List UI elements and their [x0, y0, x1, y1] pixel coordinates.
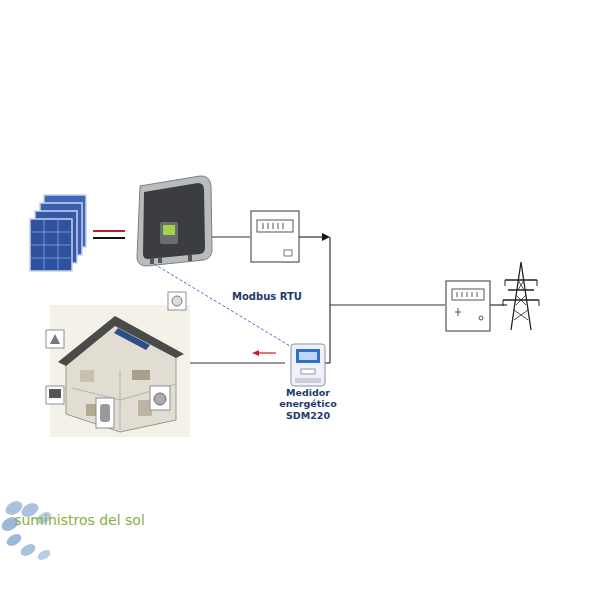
grid-wire [490, 304, 507, 305]
bus-wire [329, 237, 330, 363]
arrowhead [322, 233, 330, 241]
house-walls [66, 322, 176, 432]
logo-dot [5, 532, 24, 549]
inverter-shell [137, 176, 212, 266]
grid-wire [330, 304, 445, 305]
meter-terminals [295, 378, 321, 383]
meter-box [251, 211, 299, 262]
house-floors [72, 370, 176, 430]
pylon-bracing [514, 280, 528, 320]
dc-cable-negative [93, 237, 125, 239]
kettle [100, 404, 110, 422]
ac-wire [299, 236, 323, 237]
meter-plate [284, 250, 292, 256]
power-pylon [503, 262, 539, 330]
dial-marks [457, 292, 477, 297]
inverter [137, 176, 212, 266]
pylon-arms [503, 280, 539, 300]
pylon-legs [511, 262, 531, 330]
meter-screen [296, 349, 320, 363]
grid-meter [446, 281, 490, 331]
house-roof [58, 316, 184, 366]
washer-icon [150, 386, 170, 410]
tv-icon [46, 386, 64, 404]
ac-wire [212, 236, 250, 237]
furniture [80, 370, 94, 382]
roof-panel [114, 328, 150, 350]
logo-dot [36, 548, 52, 562]
solar-panels [30, 195, 86, 271]
insulators [503, 280, 539, 306]
socket-icon [168, 292, 186, 310]
production-meter [251, 211, 299, 262]
modbus-link [154, 264, 290, 346]
furniture [132, 370, 150, 380]
logo-dot [19, 542, 38, 559]
house-wire [190, 362, 285, 363]
meter-box [446, 281, 490, 331]
sdm220-meter-icon [289, 343, 327, 387]
display [163, 225, 175, 235]
house [46, 292, 190, 437]
meter-dial [452, 289, 484, 300]
tv [49, 389, 61, 398]
lamp [50, 334, 60, 344]
connector [150, 258, 154, 264]
meter-dial [257, 220, 293, 232]
protocol-label: Modbus RTU [232, 291, 312, 303]
flow-arrow [258, 352, 276, 353]
device-label: Medidor energético SDM220 [262, 387, 354, 421]
dc-cable-positive [93, 230, 125, 232]
meter-body [291, 344, 325, 386]
socket [172, 296, 182, 306]
panel [30, 219, 72, 271]
panel-grid [30, 219, 72, 271]
logo-text: suministros del sol [12, 512, 147, 528]
flow-arrowhead [252, 350, 259, 356]
meter-button [301, 369, 315, 374]
lamp-icon [46, 330, 64, 348]
washer [154, 393, 166, 405]
logo-mark [0, 498, 53, 562]
meter-lcd [299, 352, 317, 360]
kettle-icon [96, 398, 114, 428]
connector [188, 255, 192, 261]
meter-mark [479, 316, 483, 320]
display-frame [160, 222, 178, 244]
meter-mark [455, 308, 461, 316]
dial-marks [263, 223, 283, 229]
house-ground [50, 305, 190, 437]
connector [158, 257, 162, 263]
meter-node: Medidor energético SDM220 [262, 343, 354, 421]
inverter-front [143, 183, 205, 259]
